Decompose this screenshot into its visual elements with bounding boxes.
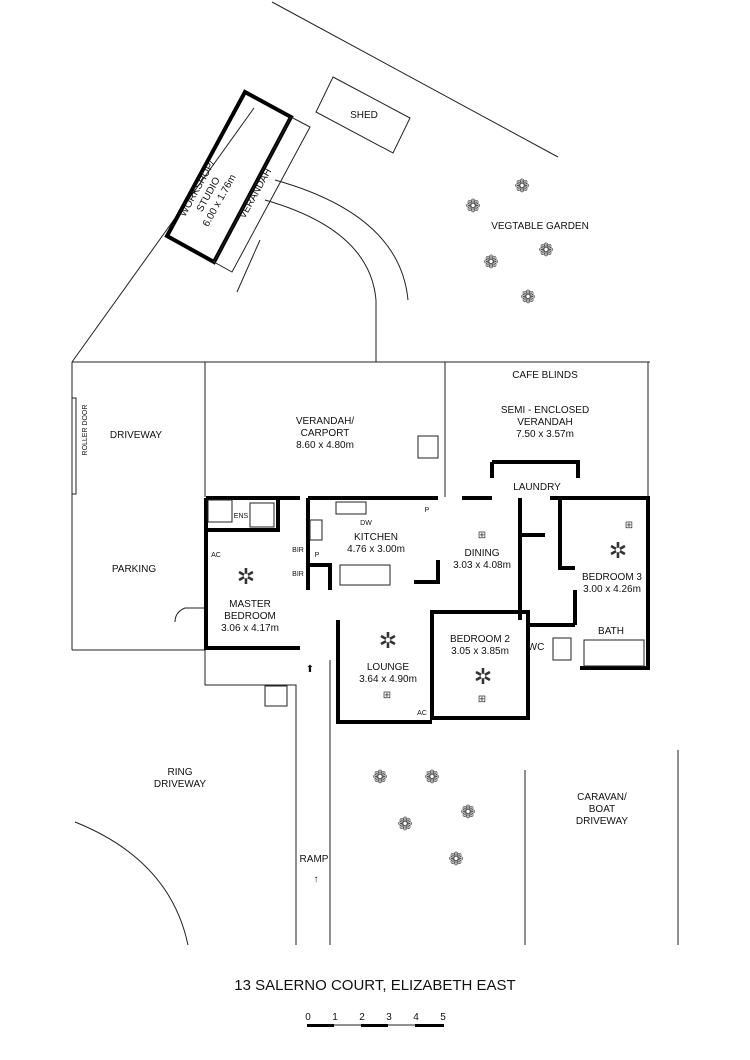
ens-label: ENS xyxy=(234,513,249,520)
caravan-label-2: BOAT xyxy=(589,804,615,815)
pantry-label-2: P xyxy=(425,507,430,514)
kitchen-size: 4.76 x 3.00m xyxy=(347,544,405,555)
toilet xyxy=(207,499,233,523)
roller-door xyxy=(71,397,77,495)
bedroom3-label: BEDROOM 3 xyxy=(582,572,642,583)
carport-label-2: CARPORT xyxy=(301,428,350,439)
steps xyxy=(264,685,288,707)
ramp-label: RAMP xyxy=(300,854,329,865)
master-label: MASTER xyxy=(229,599,271,610)
dining-size: 3.03 x 4.08m xyxy=(453,560,511,571)
lounge-size: 3.64 x 4.90m xyxy=(359,674,417,685)
driveway-label: DRIVEWAY xyxy=(110,430,163,441)
tree-icon: ❁ xyxy=(514,176,529,196)
bir-label-2: BIR xyxy=(292,571,304,578)
semi-verandah-label: SEMI - ENCLOSED xyxy=(501,405,589,416)
light-icon: ⊞ xyxy=(625,520,633,531)
garden-label: VEGTABLE GARDEN xyxy=(491,221,589,232)
bedroom2-label: BEDROOM 2 xyxy=(450,634,510,645)
tree-icon: ❁ xyxy=(424,767,439,787)
carport-size: 8.60 x 4.80m xyxy=(296,440,354,451)
tree-icon: ❁ xyxy=(460,802,475,822)
wc-toilet xyxy=(552,637,572,661)
caravan-label: CARAVAN/ xyxy=(577,792,627,803)
ramp-arrow-icon: ↑ xyxy=(314,874,319,885)
dining-label: DINING xyxy=(465,548,500,559)
bedroom3-size: 3.00 x 4.26m xyxy=(583,584,641,595)
master-size: 3.06 x 4.17m xyxy=(221,623,279,634)
laundry-label: LAUNDRY xyxy=(513,482,561,493)
tree-icon: ❁ xyxy=(397,814,412,834)
entry-arrow-icon: ⬆ xyxy=(306,664,314,675)
kitchen-label: KITCHEN xyxy=(354,532,398,543)
stove xyxy=(309,519,323,541)
sink xyxy=(335,501,367,515)
cafe-blinds-label: CAFE BLINDS xyxy=(512,370,578,381)
ceiling-fan-icon: ✲ xyxy=(237,564,255,589)
semi-verandah-label-2: VERANDAH xyxy=(517,417,573,428)
ac-label: AC xyxy=(211,552,221,559)
tree-icon: ❁ xyxy=(538,240,553,260)
bathtub xyxy=(583,639,645,667)
tree-icon: ❁ xyxy=(448,849,463,869)
address-title: 13 SALERNO COURT, ELIZABETH EAST xyxy=(234,977,515,994)
tree-icon: ❁ xyxy=(372,767,387,787)
kitchen-island xyxy=(339,564,391,586)
steps xyxy=(417,435,439,459)
scale-tick: 0 xyxy=(305,1012,311,1023)
shower xyxy=(249,502,275,528)
pantry-label: P xyxy=(315,552,320,559)
workshop-studio: WORKSHOP/ STUDIO 6.00 x 1.76m VERANDAH xyxy=(164,89,311,273)
ceiling-fan-icon: ✲ xyxy=(609,538,627,563)
light-icon: ⊞ xyxy=(383,690,391,701)
ring-driveway-label: RING xyxy=(168,767,193,778)
ceiling-fan-icon: ✲ xyxy=(474,664,492,689)
lounge-label: LOUNGE xyxy=(367,662,410,673)
master-label-2: BEDROOM xyxy=(224,611,276,622)
semi-verandah-size: 7.50 x 3.57m xyxy=(516,429,574,440)
workshop-verandah-label: VERANDAH xyxy=(238,167,275,221)
carport-label: VERANDAH/ xyxy=(296,416,355,427)
scale-tick: 3 xyxy=(386,1012,392,1023)
scale-bar: 0 1 2 3 4 5 xyxy=(305,1012,446,1027)
ring-driveway-label-2: DRIVEWAY xyxy=(154,779,207,790)
ceiling-fan-icon: ✲ xyxy=(379,628,397,653)
scale-tick: 4 xyxy=(413,1012,419,1023)
bath-label: BATH xyxy=(598,626,624,637)
house-walls xyxy=(204,460,650,724)
roller-door-label: ROLLER DOOR xyxy=(82,405,89,456)
tree-icon: ❁ xyxy=(465,196,480,216)
parking-label: PARKING xyxy=(112,564,156,575)
site-lines xyxy=(71,1,679,946)
light-icon: ⊞ xyxy=(478,694,486,705)
shed: SHED xyxy=(315,76,411,154)
caravan-label-3: DRIVEWAY xyxy=(576,816,629,827)
scale-tick: 5 xyxy=(440,1012,446,1023)
tree-icon: ❁ xyxy=(520,287,535,307)
bir-label: BIR xyxy=(292,547,304,554)
wc-label: WC xyxy=(528,642,545,653)
light-icon: ⊞ xyxy=(478,530,486,541)
shed-label: SHED xyxy=(350,110,378,121)
scale-tick: 2 xyxy=(359,1012,365,1023)
scale-tick: 1 xyxy=(332,1012,338,1023)
tree-icons: ❁ ❁ ❁ ❁ ❁ ❁ ❁ ❁ ❁ ❁ xyxy=(372,176,553,869)
ac-label-2: AC xyxy=(417,710,427,717)
dishwasher-label: DW xyxy=(360,520,372,527)
tree-icon: ❁ xyxy=(483,252,498,272)
bedroom2-size: 3.05 x 3.85m xyxy=(451,646,509,657)
